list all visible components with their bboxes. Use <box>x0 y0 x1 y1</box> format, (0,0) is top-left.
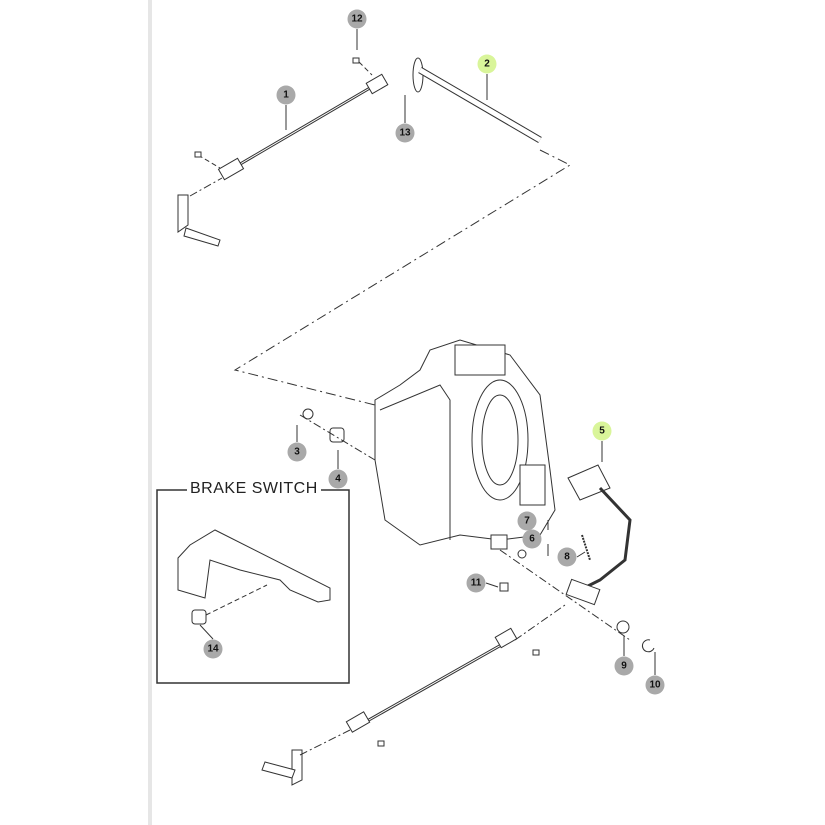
callout-9[interactable]: 9 <box>614 656 634 676</box>
callout-1[interactable]: 1 <box>276 85 296 105</box>
lower-rod-assembly <box>261 604 566 786</box>
callout-6[interactable]: 6 <box>522 529 542 549</box>
o-ring-part <box>302 408 314 420</box>
callout-11[interactable]: 11 <box>466 573 486 593</box>
upper-rod-assembly <box>177 57 572 406</box>
transmission-housing <box>299 339 556 546</box>
callout-12[interactable]: 12 <box>347 9 367 29</box>
brake-pedal-assembly <box>490 464 655 653</box>
callout-2[interactable]: 2 <box>477 54 497 74</box>
callout-10[interactable]: 10 <box>645 675 665 695</box>
callout-3[interactable]: 3 <box>287 442 307 462</box>
bushing-part <box>329 427 345 443</box>
inset-title: BRAKE SWITCH <box>187 480 321 498</box>
left-divider <box>148 0 152 825</box>
callout-5[interactable]: 5 <box>592 421 612 441</box>
callout-8[interactable]: 8 <box>557 547 577 567</box>
callout-7[interactable]: 7 <box>517 511 537 531</box>
leader-lines <box>199 29 656 675</box>
brake-switch-inset <box>156 489 350 684</box>
callout-4[interactable]: 4 <box>328 469 348 489</box>
callout-14[interactable]: 14 <box>203 639 223 659</box>
callout-13[interactable]: 13 <box>395 123 415 143</box>
